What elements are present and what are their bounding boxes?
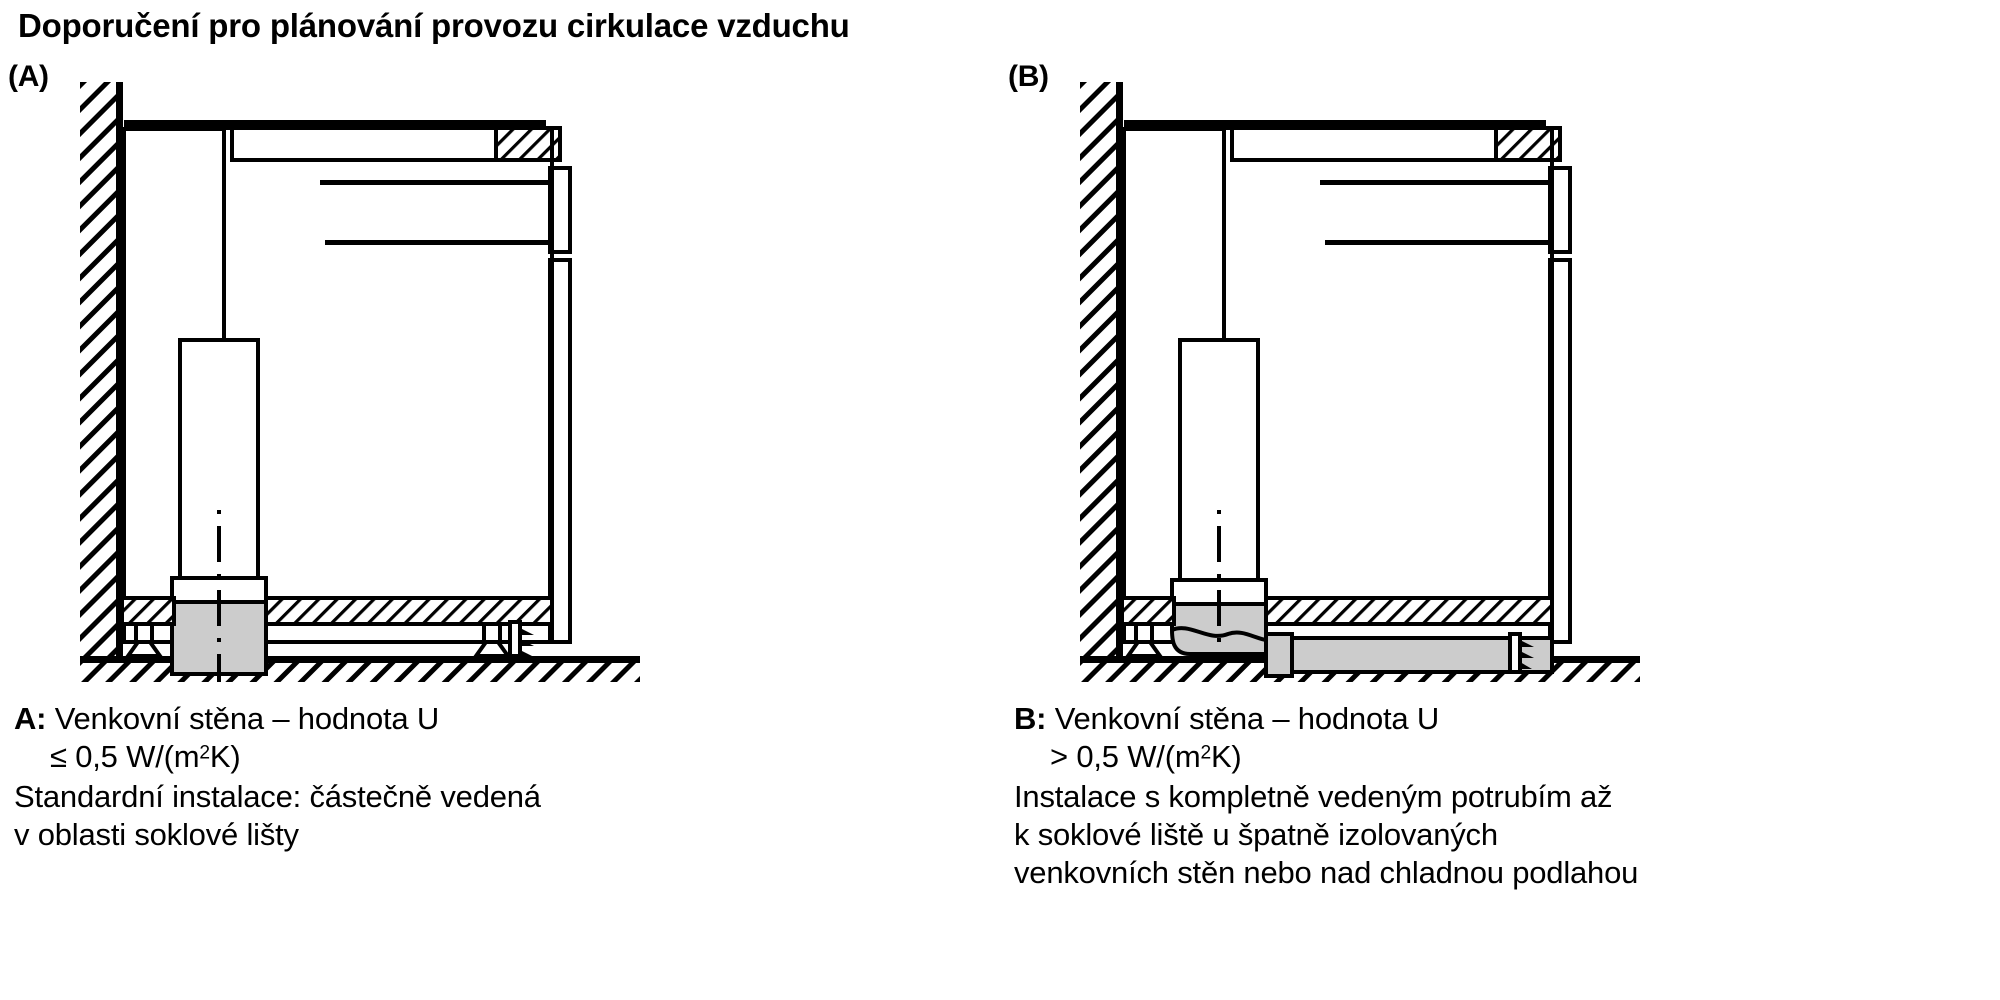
caption-b-uvalue-sup: 2 xyxy=(1200,742,1211,764)
caption-a: A: Venkovní stěna – hodnota U ≤ 0,5 W/(m… xyxy=(14,700,541,854)
caption-a-head: A: Venkovní stěna – hodnota U xyxy=(14,700,541,738)
caption-a-line1: Venkovní stěna – hodnota U xyxy=(54,701,440,736)
duct-connector-sleeve-b xyxy=(1264,632,1294,678)
cabinet-leg-left-b xyxy=(1124,622,1164,658)
caption-a-uvalue-sup: 2 xyxy=(199,742,210,764)
caption-a-body-line-1: Standardní instalace: částečně vedená xyxy=(14,779,541,814)
diagram-a xyxy=(80,82,640,682)
caption-b-line1: Venkovní stěna – hodnota U xyxy=(1054,701,1440,736)
shelf-line-top-a xyxy=(320,180,552,185)
counter-edge-bar-a xyxy=(226,120,546,128)
wall-face-line-b xyxy=(1116,82,1123,682)
caption-b-label: B: xyxy=(1014,701,1047,736)
diagram-b xyxy=(1080,82,1640,682)
caption-b-body-line-3: venkovních stěn nebo nad chladnou podlah… xyxy=(1014,855,1639,890)
cabinet-leg-right-a xyxy=(472,622,512,658)
floor-line-a xyxy=(80,656,640,663)
wall-face-line-a xyxy=(116,82,123,682)
caption-a-uvalue-suffix: K) xyxy=(209,739,241,774)
shelf-line-bottom-a xyxy=(325,240,552,245)
exterior-wall-a xyxy=(80,82,118,682)
page-title: Doporučení pro plánování provozu cirkula… xyxy=(18,7,850,44)
plinth-grille-a xyxy=(508,620,534,658)
exterior-wall-b xyxy=(1080,82,1118,682)
plinth-right-a xyxy=(264,596,554,626)
shelf-line-top-b xyxy=(1320,180,1552,185)
caption-b-body-line-1: Instalace s kompletně vedeným potrubím a… xyxy=(1014,779,1613,814)
plinth-left-b xyxy=(1120,596,1176,626)
cabinet-main-outline-a xyxy=(222,126,554,644)
caption-a-body-line-2: v oblasti soklové lišty xyxy=(14,817,299,852)
caption-b-body: Instalace s kompletně vedeným potrubím a… xyxy=(1014,778,1638,892)
counter-end-hatch-a xyxy=(494,126,562,162)
cabinet-leg-left-a xyxy=(124,622,164,658)
cabinet-top-cap-a xyxy=(124,120,226,129)
panel-b-tag: (B) xyxy=(1008,60,1049,93)
caption-b-uvalue: > 0,5 W/(m2K) xyxy=(1014,738,1638,776)
cabinet-top-cap-b xyxy=(1124,120,1226,129)
caption-a-uvalue: ≤ 0,5 W/(m2K) xyxy=(14,738,541,776)
shelf-line-bottom-b xyxy=(1325,240,1552,245)
counter-end-hatch-b xyxy=(1494,126,1562,162)
floor-a xyxy=(80,662,640,682)
panel-a-tag: (A) xyxy=(8,60,49,93)
caption-a-body: Standardní instalace: částečně vedená v … xyxy=(14,778,541,854)
caption-a-uvalue-prefix: ≤ 0,5 W/(m xyxy=(50,739,200,774)
caption-a-label: A: xyxy=(14,701,47,736)
caption-b-uvalue-suffix: K) xyxy=(1210,739,1242,774)
plinth-grille-b xyxy=(1508,632,1534,674)
plinth-right-b xyxy=(1264,596,1554,626)
caption-b-head: B: Venkovní stěna – hodnota U xyxy=(1014,700,1638,738)
caption-b: B: Venkovní stěna – hodnota U > 0,5 W/(m… xyxy=(1014,700,1638,892)
duct-horizontal-gray-b xyxy=(1264,636,1554,674)
counter-edge-bar-b xyxy=(1226,120,1546,128)
caption-b-body-line-2: k soklové liště u špatně izolovaných xyxy=(1014,817,1498,852)
plinth-left-a xyxy=(120,596,176,626)
caption-b-uvalue-prefix: > 0,5 W/(m xyxy=(1050,739,1201,774)
cabinet-main-outline-b xyxy=(1222,126,1554,644)
